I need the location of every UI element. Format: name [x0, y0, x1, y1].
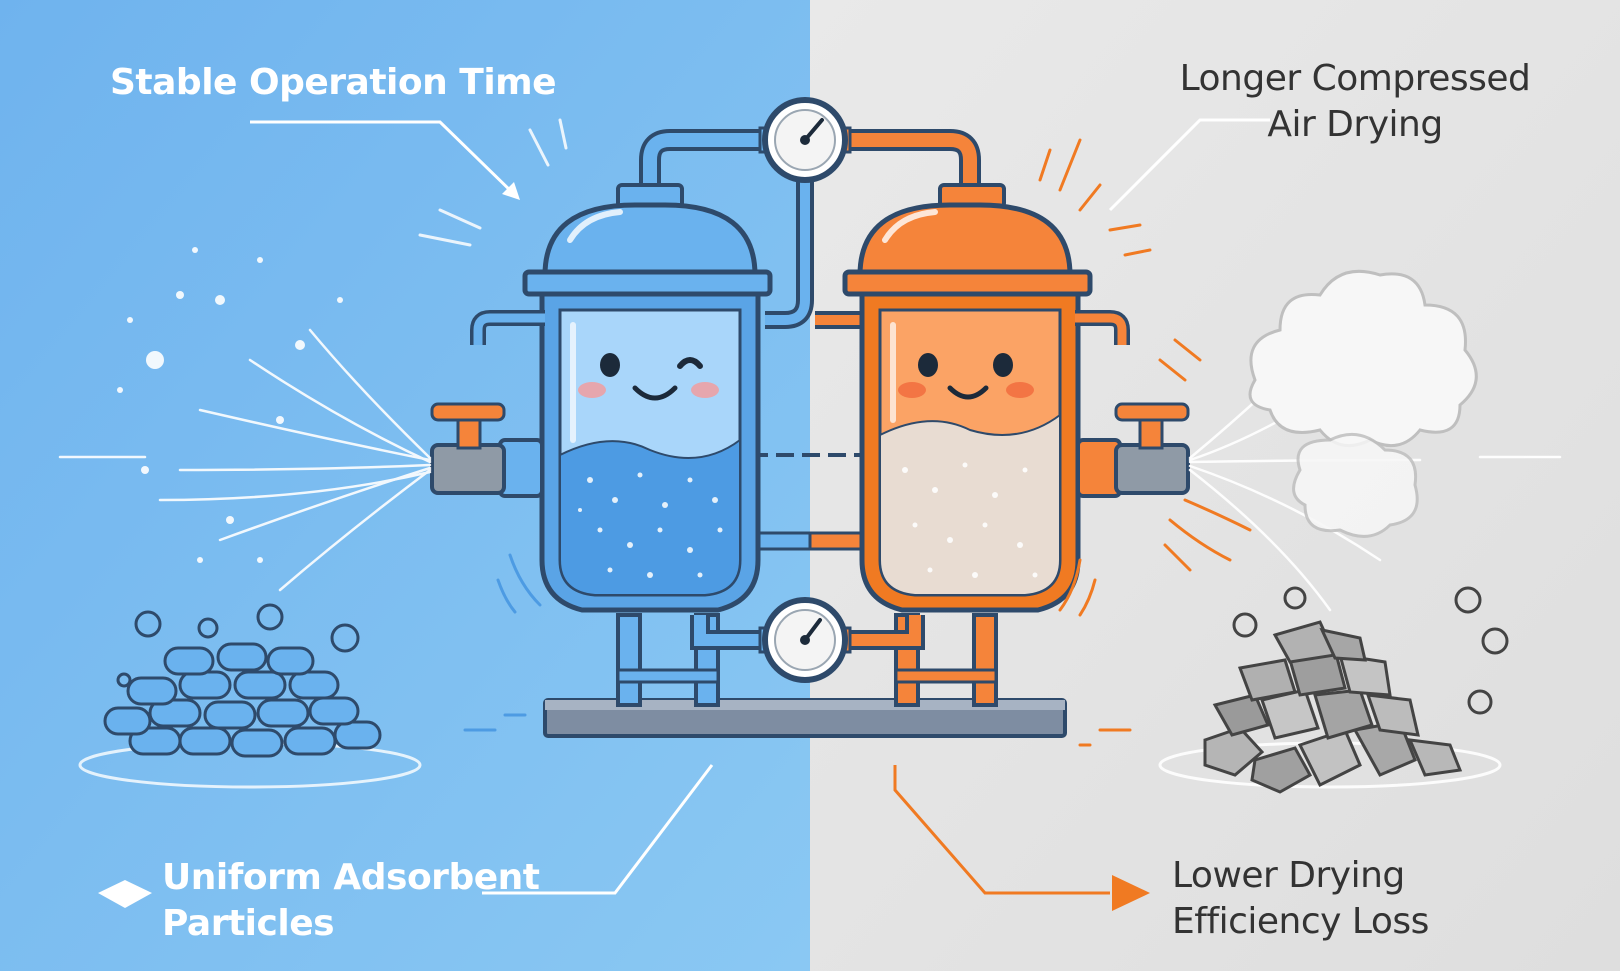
label-lower-drying-efficiency-loss: Lower Drying Efficiency Loss — [1172, 855, 1429, 942]
label-longer-compressed-air-drying: Longer Compressed Air Drying — [1179, 58, 1531, 145]
label-uniform-adsorbent-particles: Uniform Adsorbent Particles — [162, 857, 540, 944]
orange-tank-leg-right — [972, 613, 998, 707]
left-bubbles — [116, 603, 360, 688]
blue-side-valve — [430, 402, 544, 498]
orange-tank-face — [898, 353, 1034, 400]
callout-line-bottom-right — [893, 765, 1110, 895]
irregular-adsorbent-rocks — [1203, 620, 1463, 794]
blue-tank — [522, 183, 773, 613]
blue-tank-face — [578, 353, 719, 401]
top-pressure-gauge — [758, 97, 852, 183]
blue-faucet-top — [470, 310, 545, 345]
uniform-adsorbent-pellets — [103, 642, 382, 758]
smoke-cloud-icon — [1248, 269, 1478, 538]
orange-spray-lines — [1038, 138, 1252, 747]
orange-side-valve — [1076, 402, 1190, 498]
callout-arrowhead-bottom-right — [1112, 875, 1150, 911]
left-sparkle-lines — [418, 118, 568, 247]
callout-arrowhead-top-left — [502, 182, 520, 200]
left-spray-dots — [117, 247, 343, 563]
callout-line-top-left — [250, 120, 517, 197]
label-stable-operation-time: Stable Operation Time — [110, 62, 557, 103]
right-bubbles — [1232, 586, 1509, 715]
callout-line-top-right — [1108, 118, 1270, 212]
left-air-spray — [58, 328, 432, 592]
blue-motion-lines — [463, 553, 542, 732]
orange-tank — [842, 183, 1093, 613]
callout-line-bottom-left — [482, 764, 714, 895]
diamond-marker-icon — [98, 880, 152, 908]
blue-tank-leg-left — [616, 613, 642, 707]
orange-faucet-top — [1075, 310, 1130, 345]
bottom-pressure-gauge — [758, 597, 852, 683]
